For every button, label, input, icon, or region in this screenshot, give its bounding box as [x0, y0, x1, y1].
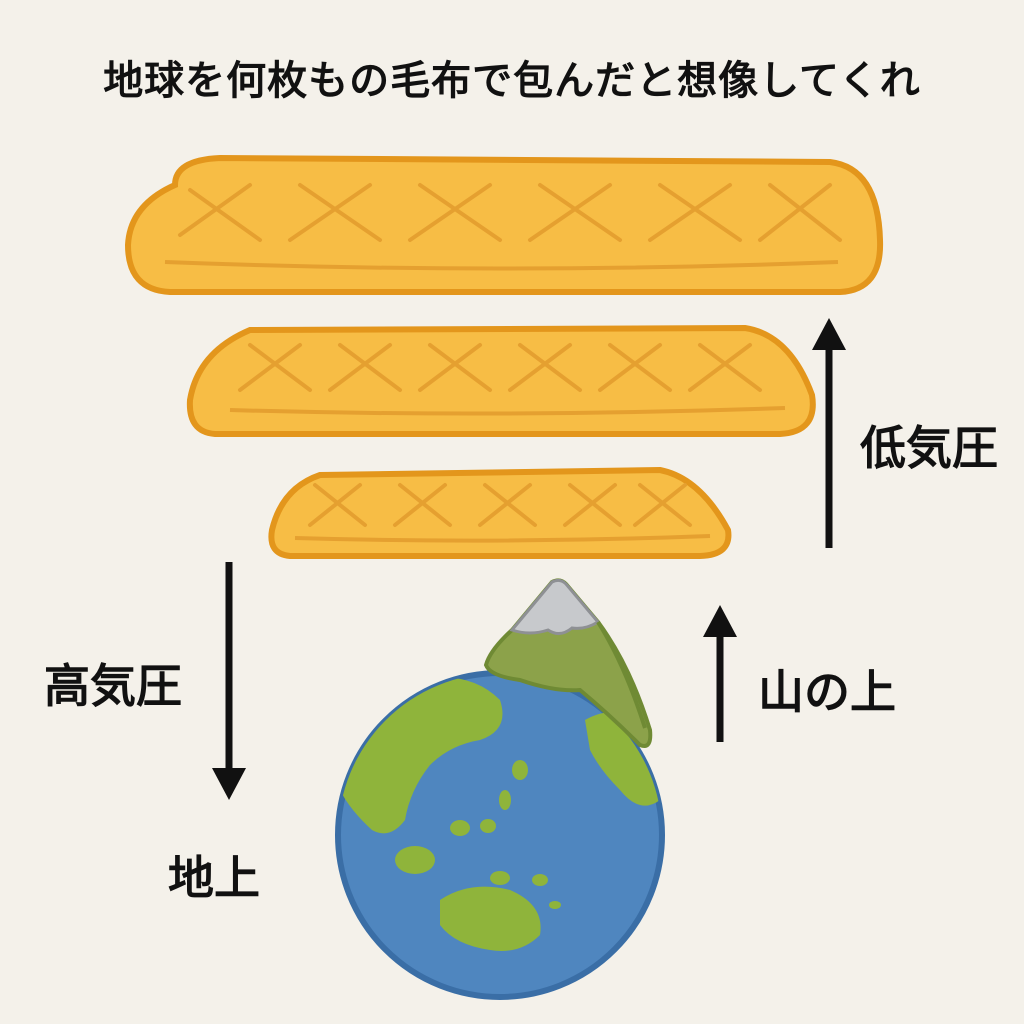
blanket-icon-middle [186, 324, 816, 437]
low-pressure-label: 低気圧 [860, 421, 998, 475]
mountain-top-label: 山の上 [758, 665, 896, 719]
arrow-up-icon-mountain [703, 605, 737, 742]
arrow-down-icon-high-pressure [212, 562, 246, 800]
arrow-up-icon-low-pressure [812, 318, 846, 548]
ground-label: 地上 [168, 851, 260, 905]
globe-icon [335, 670, 665, 1000]
blanket-icon-top [124, 154, 884, 295]
high-pressure-label: 高気圧 [44, 659, 182, 713]
page-title: 地球を何枚もの毛布で包んだと想像してくれ [103, 58, 921, 104]
blanket-icon-bottom [268, 466, 732, 559]
mountain-icon [483, 578, 653, 748]
